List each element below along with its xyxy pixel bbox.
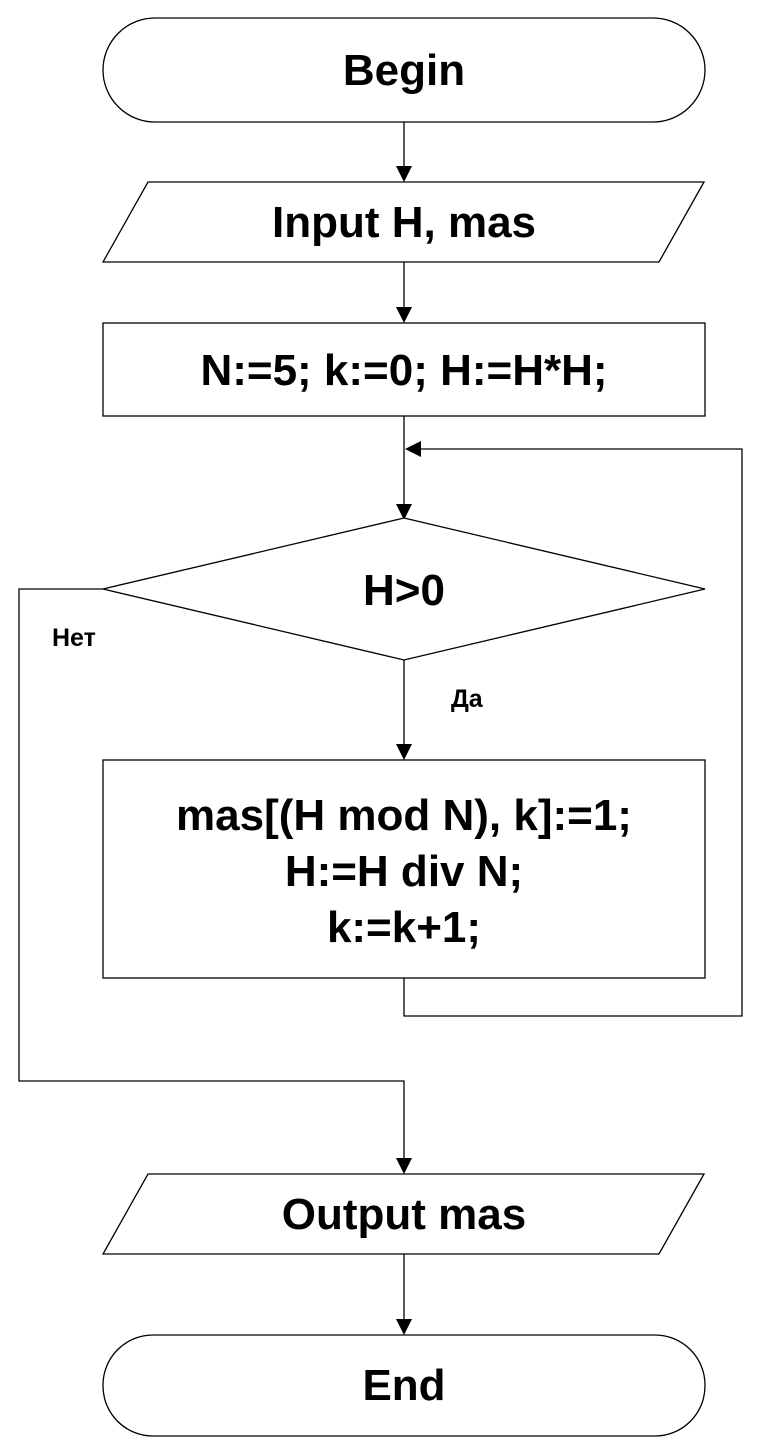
input-node: Input H, mas <box>101 181 706 263</box>
edge-input-to-init <box>396 262 412 323</box>
body-node: mas[(H mod N), k]:=1; H:=H div N; k:=k+1… <box>102 759 706 979</box>
init-label: N:=5; k:=0; H:=H*H; <box>200 346 607 395</box>
init-node: N:=5; k:=0; H:=H*H; <box>102 322 706 417</box>
edge-loop-back <box>403 441 743 1017</box>
edge-begin-to-input <box>396 122 412 182</box>
edge-condition-no-to-output <box>18 588 412 1174</box>
edge-init-to-condition <box>396 416 412 520</box>
end-label: End <box>362 1361 445 1410</box>
end-node: End <box>102 1334 706 1437</box>
begin-node: Begin <box>102 17 706 123</box>
body-line-3: k:=k+1; <box>327 903 481 952</box>
body-line-2: H:=H div N; <box>285 847 523 896</box>
output-node: Output mas <box>101 1173 706 1255</box>
condition-label: H>0 <box>363 566 445 615</box>
output-label: Output mas <box>282 1190 526 1239</box>
begin-label: Begin <box>343 46 465 95</box>
condition-node: H>0 <box>102 517 706 661</box>
input-label: Input H, mas <box>272 198 536 247</box>
body-line-1: mas[(H mod N), k]:=1; <box>176 791 632 840</box>
edge-output-to-end <box>396 1254 412 1335</box>
edge-condition-yes-to-body <box>396 660 412 760</box>
no-label: Нет <box>52 624 96 652</box>
yes-label: Да <box>451 685 484 713</box>
